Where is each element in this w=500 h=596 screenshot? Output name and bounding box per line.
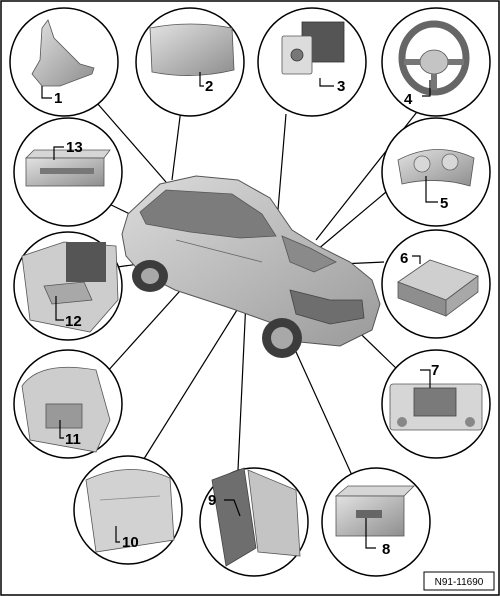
- callout-label-6: 6: [400, 250, 408, 267]
- roof-antenna-icon: [31, 19, 95, 87]
- callout-label-3: 3: [337, 78, 345, 95]
- callout-label-11: 11: [65, 431, 81, 448]
- card-reader-icon: [334, 485, 415, 537]
- car-illustration: [121, 175, 381, 358]
- side-panel-icon: [21, 241, 119, 333]
- callout-circle-9: 9: [199, 467, 309, 577]
- instrument-cluster-icon: [397, 149, 475, 187]
- door-panel-icon: [85, 469, 175, 553]
- callout-circle-13: 13: [13, 117, 123, 227]
- callout-circle-12: 12: [13, 231, 123, 341]
- callout-label-2: 2: [205, 78, 213, 95]
- callout-label-9: 9: [208, 492, 216, 509]
- callout-label-4: 4: [404, 91, 413, 108]
- callout-circle-5: 5: [381, 117, 491, 227]
- callout-circle-1: 1: [9, 7, 119, 117]
- callout-circle-11: 11: [13, 349, 123, 459]
- cd-changer-icon: [25, 149, 111, 187]
- steering-wheel-icon: [398, 20, 470, 96]
- control-unit-icon: [397, 259, 479, 317]
- callout-circle-7: 7: [381, 349, 491, 459]
- callout-circle-6: 6: [381, 229, 491, 339]
- callout-circle-2: 2: [135, 7, 245, 117]
- callout-label-10: 10: [122, 534, 139, 551]
- callout-label-8: 8: [382, 541, 390, 558]
- callout-label-12: 12: [65, 313, 82, 330]
- reference-code: N91-11690: [435, 577, 484, 588]
- a-pillar-icon: [211, 467, 301, 567]
- socket-icon: [281, 21, 345, 75]
- callout-circle-10: 10: [73, 455, 183, 565]
- callout-circle-4: 4: [381, 7, 491, 117]
- callout-label-13: 13: [66, 139, 83, 156]
- radio-navigation-icon: [389, 383, 483, 431]
- callout-circle-8: 8: [321, 467, 431, 577]
- callout-label-1: 1: [54, 90, 62, 107]
- rear-panel-icon: [21, 366, 111, 453]
- callout-circle-3: 3: [257, 7, 367, 117]
- callout-label-7: 7: [431, 362, 439, 379]
- callout-label-5: 5: [440, 195, 448, 212]
- reference-code-box: N91-11690: [423, 571, 495, 591]
- window-antenna-icon: [149, 23, 235, 76]
